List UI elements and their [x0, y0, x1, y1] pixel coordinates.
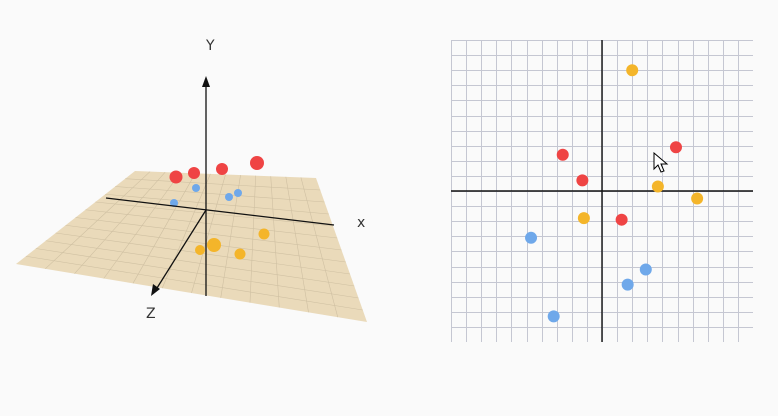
- point-3d-blue: [170, 199, 178, 207]
- points-on-plane: [195, 228, 270, 260]
- point-3d-yellow: [195, 245, 205, 255]
- plane-grid-line: [25, 255, 363, 311]
- point-3d-yellow: [207, 238, 221, 252]
- point-2d-blue: [525, 231, 538, 244]
- point-2d-blue: [547, 310, 560, 323]
- point-2d-red: [615, 213, 628, 226]
- point-2d-red: [576, 174, 589, 187]
- axes-3d: x Y Z: [105, 38, 365, 322]
- point-2d-blue: [639, 263, 652, 276]
- x-axis-label: x: [357, 215, 365, 231]
- point-3d-blue: [225, 193, 233, 201]
- 3d-view[interactable]: x Y Z: [0, 0, 440, 416]
- point-2d-yellow: [651, 180, 664, 193]
- data-points: [525, 64, 704, 323]
- point-3d-yellow: [234, 248, 246, 260]
- y-axis-arrow: [202, 76, 210, 87]
- plane-grid-line: [300, 177, 339, 318]
- points-behind-plane: [169, 156, 264, 207]
- point-2d-yellow: [691, 192, 704, 205]
- point-2d-blue: [621, 278, 634, 291]
- point-3d-red: [188, 167, 200, 179]
- point-2d-red: [556, 148, 569, 161]
- z-axis-arrow: [151, 284, 160, 296]
- point-3d-red: [216, 163, 228, 175]
- point-2d-yellow: [577, 212, 590, 225]
- point-3d-yellow: [258, 228, 270, 240]
- point-3d-blue: [234, 189, 242, 197]
- point-2d-red: [669, 141, 682, 154]
- y-axis-label: Y: [205, 38, 215, 54]
- point-2d-yellow: [626, 64, 639, 77]
- point-3d-blue: [192, 184, 200, 192]
- z-axis-label: Z: [146, 306, 156, 322]
- ground-plane: [16, 171, 367, 322]
- point-3d-red: [169, 170, 183, 184]
- 2d-projection-grid[interactable]: [451, 40, 753, 342]
- point-3d-red: [250, 156, 264, 170]
- plane-grid-line: [35, 248, 359, 299]
- mouse-pointer-icon: [653, 152, 669, 173]
